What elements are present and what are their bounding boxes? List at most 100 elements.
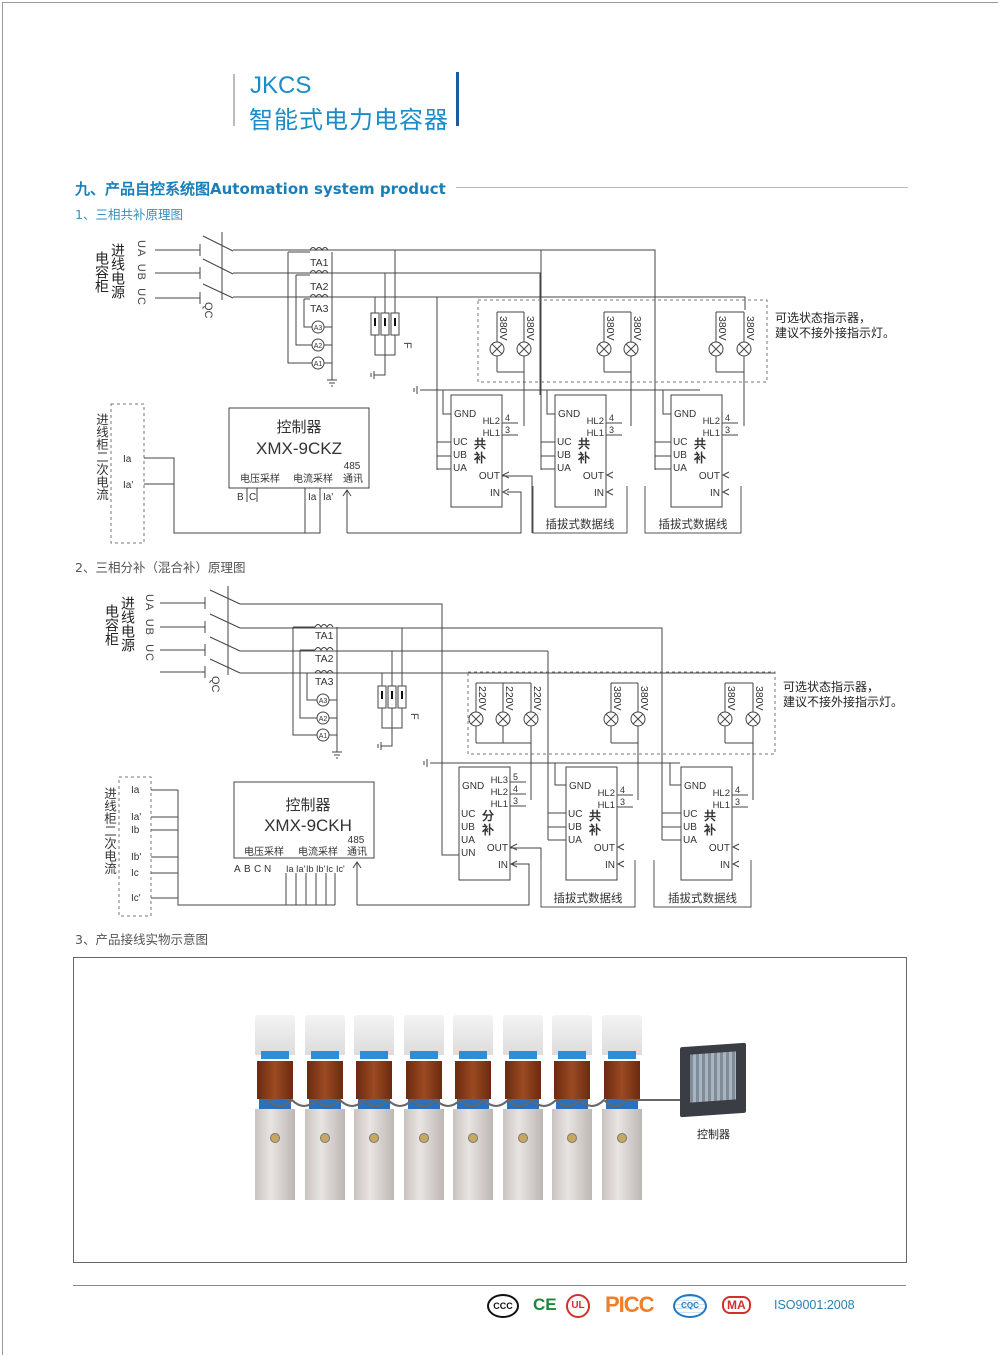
d2-term-a: A: [234, 864, 241, 875]
d2-module-1-input-uc: UC: [461, 809, 475, 820]
d2-module-2-arrow-icon: [616, 843, 625, 868]
d1-module-3-hl-hl1: HL1: [703, 428, 720, 439]
d2-meter-a1: A1: [319, 733, 328, 740]
title-divider-left: [233, 74, 235, 126]
d2-module-3-terminal-4: 4: [735, 785, 740, 795]
d1-module-2-type-2: 补: [577, 450, 590, 465]
d2-current-transformers: [292, 624, 342, 759]
capacitor-unit: [552, 1015, 592, 1200]
d1-controller-title: 控制器: [276, 419, 321, 436]
d2-module-2-type-2: 补: [588, 822, 601, 837]
d1-module-1-input-ua: UA: [453, 463, 467, 474]
d1-module-2-type-1: 共: [578, 436, 590, 451]
d2-module-3-hl-hl2: HL2: [713, 788, 730, 799]
d1-phase-labels: UA UB UC: [135, 240, 147, 306]
d2-module-3-type-1: 共: [704, 808, 716, 823]
d1-lamp-1-1-wire: [491, 312, 503, 372]
d1-ct-ia2: Ia': [123, 480, 133, 491]
d1-module-1-terminal-4: 4: [505, 413, 510, 423]
d2-ct-ic: Ic: [131, 868, 139, 879]
d2-cable-1-outline: [540, 860, 636, 908]
d2-cable-2-outline: [653, 860, 752, 908]
d1-secondary-label: 进线柜二次电流: [94, 413, 109, 501]
d2-indicator-zone: [467, 671, 776, 755]
d2-module-2-terminal-4: 4: [620, 785, 625, 795]
d1-module-1-out: OUT: [479, 471, 500, 482]
d2-meter-a3: A3: [319, 698, 328, 705]
subheading-2: 2、三相分补（混合补）原理图: [75, 560, 246, 575]
d1-controller-model: XMX-9CKZ: [256, 439, 342, 458]
ccc-logo: CCC: [487, 1294, 519, 1318]
d2-term-ib: Ib: [306, 864, 314, 874]
d1-lamp-group-2-bus: [604, 311, 632, 426]
d1-ta2: TA2: [310, 281, 329, 293]
d2-controller-wiring: [151, 789, 542, 906]
d2-module-2-input-ub: UB: [568, 822, 582, 833]
d1-module-2-input-ua: UA: [557, 463, 571, 474]
d2-module-1-input-un: UN: [461, 848, 475, 859]
d1-module-2-box: [554, 394, 607, 508]
d2-module-1-hl-hl3: HL3: [491, 775, 508, 786]
d1-term-ia2: Ia': [323, 492, 333, 503]
d2-module-2-gnd: GND: [569, 781, 591, 792]
d2-term-ic: Ic: [326, 864, 334, 874]
d1-module-3-input-ua: UA: [673, 463, 687, 474]
d2-cable-1-label: 插拔式数据线: [554, 891, 623, 905]
capacitor-unit: [502, 1015, 543, 1200]
d1-meter-a3: A3: [314, 325, 323, 332]
d2-ct-ia: Ia: [131, 785, 140, 796]
d1-module-2-gnd: GND: [558, 409, 580, 420]
capacitor-unit: [255, 1015, 295, 1200]
d2-lamp-1-1-wire: [470, 683, 482, 743]
d2-lamp-group-3-bus: [725, 682, 754, 800]
d1-module-2-terminal-4: 4: [609, 413, 614, 423]
capacitor-unit: [403, 1015, 444, 1200]
capacitor-unit: [354, 1015, 394, 1200]
d1-meter-a1: A1: [314, 361, 323, 368]
cqc-logo-text: CQC: [681, 1301, 699, 1310]
d2-module-2-out: OUT: [594, 843, 615, 854]
d2-module-3-terminal-3: 3: [735, 797, 740, 807]
ccc-logo-text: CCC: [493, 1301, 513, 1311]
d1-meter-a2: A2: [314, 343, 323, 350]
d2-module-1-box: [458, 766, 511, 881]
d2-module-1-hl-hl2: HL2: [491, 787, 508, 798]
d1-term-ia: Ia: [308, 492, 317, 503]
d2-module-1-type-2: 补: [481, 822, 494, 837]
d2-module-3-input-uc: UC: [683, 809, 697, 820]
d1-module-3-terminal-4: 4: [725, 413, 730, 423]
d2-note-2: 建议不接外接指示灯。: [783, 695, 904, 709]
wiring-photo-frame: [73, 957, 907, 1263]
d1-term-b: B: [237, 492, 244, 503]
d1-cable-1-outline: [532, 486, 628, 534]
d1-cabinet-label: 电容柜: [93, 251, 109, 293]
d2-lamp-group-1-bus: [476, 682, 532, 800]
d1-lamp-3-2-voltage: 380V: [744, 316, 756, 341]
d1-note-2: 建议不接外接指示灯。: [775, 326, 896, 340]
d2-module-2-input-ua: UA: [568, 835, 582, 846]
d1-ct-ia: Ia: [123, 454, 132, 465]
d2-module-3-in: IN: [720, 860, 730, 871]
d2-lamp-2-2-voltage: 380V: [638, 686, 650, 711]
d1-module-2-in: IN: [594, 488, 604, 499]
d2-module-3-type-2: 补: [703, 822, 716, 837]
capacitor-unit: [453, 1015, 493, 1200]
section-rule: [456, 187, 908, 188]
d2-term-ia2: Ia': [296, 864, 306, 874]
d2-module-2-input-uc: UC: [568, 809, 582, 820]
picc-logo: PICC: [605, 1292, 655, 1317]
controller-device-image: [680, 1042, 746, 1118]
subheading-3: 3、产品接线实物示意图: [75, 932, 208, 947]
d1-volt-sample: 电压采样: [240, 472, 280, 485]
subheading-1: 1、三相共补原理图: [75, 207, 183, 222]
d2-module-1-input-ub: UB: [461, 822, 475, 833]
d1-module-3-box: [670, 394, 723, 508]
d1-term-c: C: [249, 492, 256, 503]
d1-module-2-input-uc: UC: [557, 437, 571, 448]
d2-cabinet-label: 电容柜: [103, 604, 119, 646]
d2-ta3: TA3: [315, 676, 334, 688]
d2-lamp-3-2-wire: [747, 683, 759, 743]
cqc-logo: CQC: [673, 1294, 707, 1318]
d1-module-2-terminal-3: 3: [609, 425, 614, 435]
brand-name: JKCS: [250, 72, 312, 99]
